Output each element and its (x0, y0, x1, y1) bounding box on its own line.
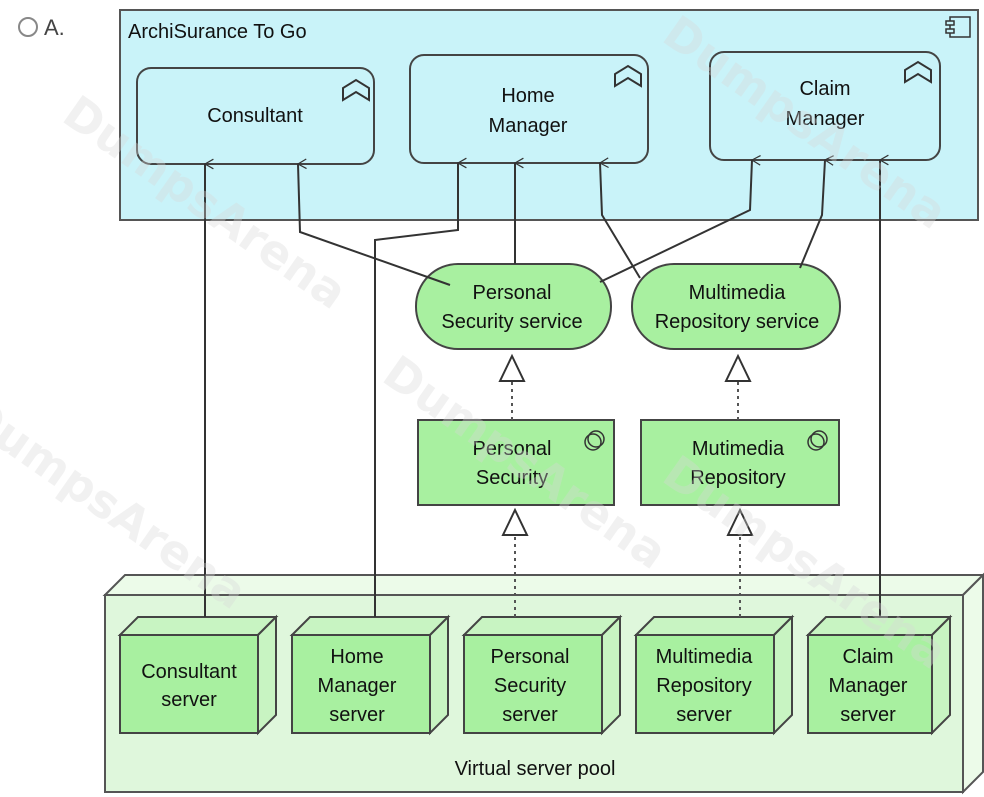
personal-security-line-1: Personal (473, 438, 552, 460)
serving-personal-security-service-to-consultant (296, 158, 451, 286)
multimedia-repository-line-1: Mutimedia (692, 438, 785, 460)
radio-unselected-icon[interactable] (18, 17, 38, 37)
service-personal-security: Personal Security service (415, 263, 612, 350)
node-multimedia-repository-server: Multimedia Repository server (633, 614, 795, 736)
system-software-multimedia-repository: Mutimedia Repository (640, 419, 840, 506)
component-icon (945, 16, 971, 38)
serving-multimedia-repository-service-to-home-manager (598, 157, 641, 279)
personal-security-service-line-2: Security service (441, 311, 582, 333)
node-home-manager-server: Home Manager server (289, 614, 451, 736)
multimedia-repository-service-line-2: Repository service (655, 311, 820, 333)
serving-personal-security-service-to-claim-manager (599, 155, 761, 283)
role-icon (614, 64, 642, 88)
node-personal-security-server: Personal Security server (461, 614, 623, 736)
claim-manager-server-line-3: server (840, 704, 896, 726)
realization-arrowhead (498, 353, 526, 382)
role-consultant: Consultant (136, 67, 375, 165)
role-claim-manager-line-1: Claim (799, 78, 850, 100)
system-software-icon (807, 430, 828, 451)
role-icon (904, 60, 932, 84)
option-radio[interactable] (18, 17, 38, 37)
multimedia-repository-server-line-3: server (676, 704, 732, 726)
realization-arrowhead (501, 507, 529, 536)
system-software-icon (584, 430, 605, 451)
multimedia-repository-line-2: Repository (690, 467, 786, 489)
home-manager-server-line-1: Home (330, 646, 383, 668)
serving-multimedia-repository-service-to-claim-manager (799, 155, 834, 269)
realization-arrowhead (726, 507, 754, 536)
personal-security-line-2: Security (476, 467, 548, 489)
node-claim-manager-server: Claim Manager server (805, 614, 953, 736)
home-manager-server-line-3: server (329, 704, 385, 726)
personal-security-server-line-1: Personal (491, 646, 570, 668)
personal-security-service-line-1: Personal (473, 282, 552, 304)
claim-manager-server-line-1: Claim (842, 646, 893, 668)
serving-relations (203, 154, 889, 617)
multimedia-repository-server-line-1: Multimedia (656, 646, 754, 668)
role-home-manager-line-1: Home (501, 85, 554, 107)
serving-home-manager-server-to-home-manager (374, 157, 467, 617)
pool-label: Virtual server pool (455, 758, 616, 780)
realization-relations (498, 353, 754, 617)
node-consultant-server: Consultant server (117, 614, 279, 736)
role-icon (342, 78, 370, 102)
multimedia-repository-server-line-2: Repository (656, 675, 752, 697)
role-consultant-line-1: Consultant (207, 105, 303, 127)
personal-security-server-line-3: server (502, 704, 558, 726)
application-title: ArchiSurance To Go (128, 21, 307, 43)
option-label: A. (44, 15, 65, 40)
realization-arrowhead (724, 353, 752, 382)
role-home-manager: Home Manager (409, 54, 649, 164)
home-manager-server-line-2: Manager (318, 675, 397, 697)
consultant-server-line-1: Consultant (141, 661, 237, 683)
claim-manager-server-line-2: Manager (829, 675, 908, 697)
multimedia-repository-service-line-1: Multimedia (689, 282, 787, 304)
consultant-server-line-2: server (161, 689, 217, 711)
system-software-personal-security: Personal Security (417, 419, 615, 506)
role-claim-manager: Claim Manager (709, 51, 941, 161)
role-claim-manager-line-2: Manager (786, 108, 865, 130)
personal-security-server-line-2: Security (494, 675, 566, 697)
role-home-manager-line-2: Manager (489, 115, 568, 137)
service-multimedia-repository: Multimedia Repository service (631, 263, 841, 350)
